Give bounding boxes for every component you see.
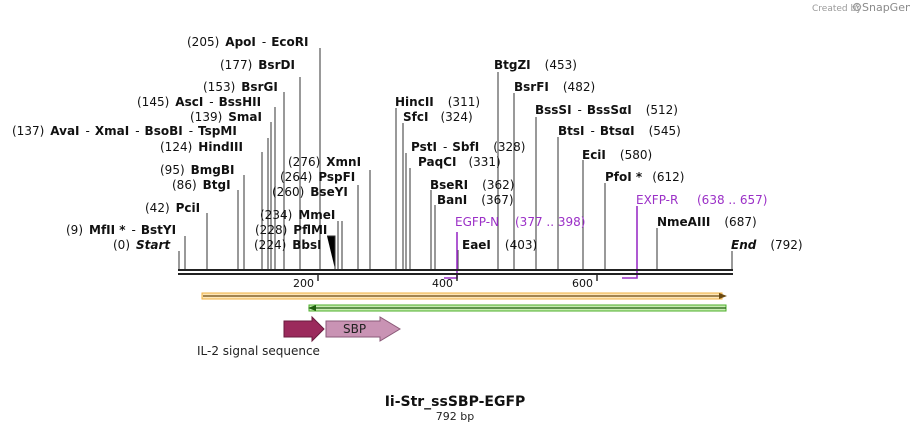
site-ecii[interactable]: EciI(580)	[582, 148, 652, 162]
feature-reverse-bar[interactable]	[308, 304, 727, 312]
sequence-backbone	[178, 269, 733, 275]
primer-egfp-n-arrow	[444, 232, 458, 279]
credit-prefix: Created by	[812, 4, 862, 14]
feature-sbp[interactable]: SBP	[325, 316, 401, 342]
site-pcii[interactable]: (42)PciI	[145, 201, 200, 215]
site-pflmi[interactable]: (228)PflMI	[255, 223, 327, 237]
il2-signal-arrow	[283, 315, 325, 343]
primer-exfp-r-range: (638 .. 657)	[697, 193, 767, 207]
snapgene-credit: Created by SnapGene	[812, 1, 910, 14]
site-bbsi[interactable]: (224)BbsI	[254, 238, 322, 252]
primer-egfp-n-name: EGFP-N	[455, 215, 499, 229]
site-sfci[interactable]: SfcI(324)	[403, 110, 473, 124]
ruler-label-400: 400	[432, 277, 453, 290]
ruler-label-200: 200	[293, 277, 314, 290]
site-bsssi[interactable]: BssSI-BssSαI(512)	[535, 103, 678, 117]
site-avai-xmai-bsobi-tspmi[interactable]: (137)AvaI-XmaI-BsoBI-TspMI	[12, 124, 237, 138]
site-apoi-ecori[interactable]: (205)ApoI-EcoRI	[187, 35, 308, 49]
site-mfii-bstyi[interactable]: (9)MfII *-BstYI	[66, 223, 176, 237]
ruler: 200 400 600	[293, 275, 598, 290]
site-pfoi[interactable]: PfoI *(612)	[605, 170, 684, 184]
site-bsrfi[interactable]: BsrFI(482)	[514, 80, 595, 94]
sbp-arrow	[325, 316, 401, 342]
map-title: Ii-Str_ssSBP-EGFP	[385, 394, 526, 410]
site-btsi[interactable]: BtsI-BtsαI(545)	[558, 124, 681, 138]
site-labels: (205)ApoI-EcoRI (177)BsrDI (153)BsrGI (1…	[12, 35, 803, 252]
site-paqci[interactable]: PaqCI(331)	[418, 155, 501, 169]
site-bseri[interactable]: BseRI(362)	[430, 178, 514, 192]
site-smai[interactable]: (139)SmaI	[190, 110, 262, 124]
site-btgzi[interactable]: BtgZI(453)	[494, 58, 577, 72]
credit-brand: SnapGene	[862, 1, 910, 14]
site-bsrdi[interactable]: (177)BsrDI	[220, 58, 295, 72]
primer-exfp-r-name: EXFP-R	[636, 193, 678, 207]
site-psti-sbfi[interactable]: PstI-SbfI(328)	[411, 140, 525, 154]
map-length: 792 bp	[436, 410, 474, 423]
il2-signal-label: IL-2 signal sequence	[197, 344, 320, 358]
primer-egfp-n[interactable]: EGFP-N (377 .. 398)	[444, 215, 585, 279]
ruler-label-600: 600	[572, 277, 593, 290]
primer-egfp-n-range: (377 .. 398)	[515, 215, 585, 229]
site-xmni[interactable]: (276)XmnI	[288, 155, 361, 169]
reverse-arrowhead	[308, 305, 316, 311]
site-bani[interactable]: BanI(367)	[437, 193, 514, 207]
site-hindiii[interactable]: (124)HindIII	[160, 140, 243, 154]
snapgene-logo-icon	[852, 2, 862, 12]
site-eaei[interactable]: EaeI(403)	[462, 238, 537, 252]
primer-exfp-r-arrow	[622, 206, 638, 279]
site-btgi[interactable]: (86)BtgI	[172, 178, 231, 192]
site-end[interactable]: End(792)	[731, 238, 803, 252]
site-bmgbi[interactable]: (95)BmgBI	[160, 163, 235, 177]
feature-il2-signal-sequence[interactable]: IL-2 signal sequence	[197, 315, 325, 358]
site-asci-bsshii[interactable]: (145)AscI-BssHII	[137, 95, 261, 109]
site-pspfi[interactable]: (264)PspFI	[280, 170, 355, 184]
site-hincii[interactable]: HincII(311)	[395, 95, 480, 109]
site-nmeaiii[interactable]: NmeAIII(687)	[657, 215, 757, 229]
site-leader-lines	[178, 48, 733, 269]
feature-forward-bar[interactable]	[201, 292, 727, 300]
forward-arrowhead	[719, 293, 727, 299]
site-bsrgi[interactable]: (153)BsrGI	[203, 80, 278, 94]
site-start[interactable]: (0)Start	[113, 238, 171, 252]
site-bseyi[interactable]: (260)BseYI	[272, 185, 348, 199]
primer-exfp-r[interactable]: EXFP-R (638 .. 657)	[622, 193, 767, 279]
site-mmei[interactable]: (234)MmeI	[260, 208, 335, 222]
leader-pflmi	[327, 235, 336, 269]
sbp-label: SBP	[343, 322, 366, 336]
